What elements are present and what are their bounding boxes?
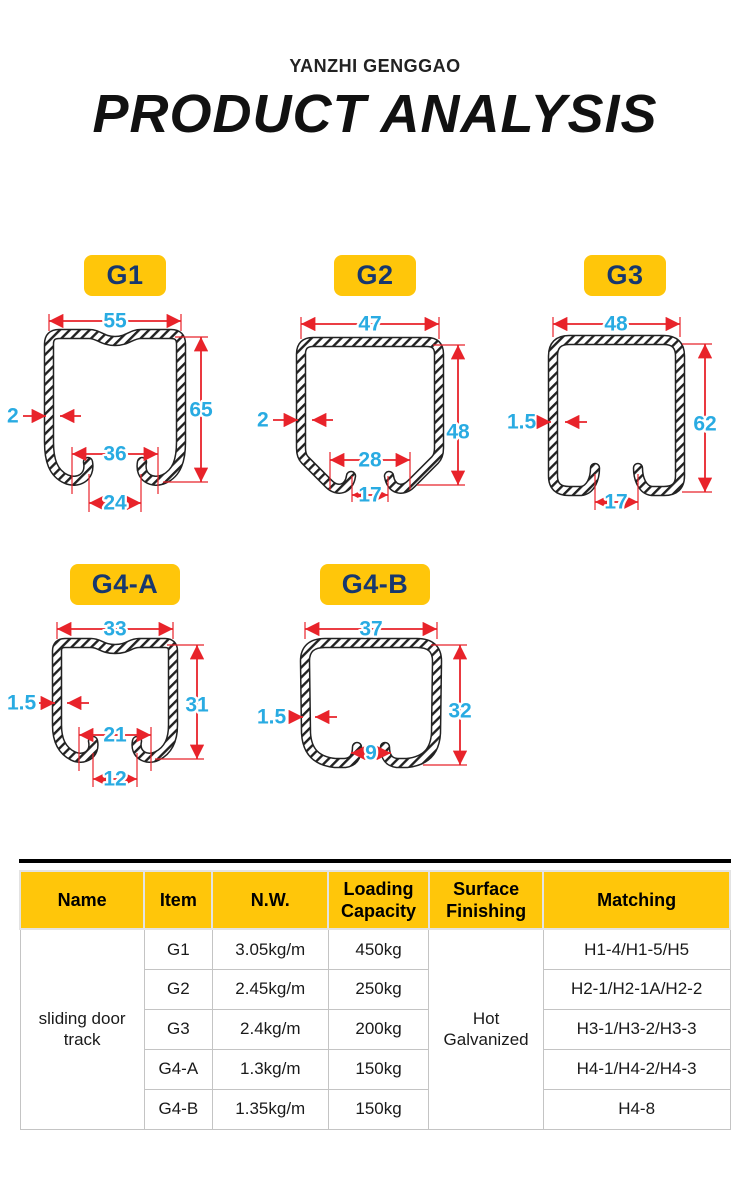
g2-channel-hatch	[297, 338, 443, 493]
item-cell: G2	[143, 968, 213, 1010]
g4a-dim-opening: 12	[103, 768, 126, 791]
loading-cell: 450kg	[327, 928, 430, 970]
table-row-g1: sliding door track G1 3.05kg/m 450kg Hot…	[19, 928, 731, 1130]
g3-diagram-block: G3 48 62 1.5	[500, 255, 750, 526]
g4a-diagram-block: G4-A 33 31 1.5	[0, 564, 250, 801]
g4b-dim-opening: 9	[365, 742, 377, 765]
nw-cell: 3.05kg/m	[211, 928, 329, 970]
g1-dim-thickness: 2	[7, 405, 19, 428]
g2-dim-inner-width: 28	[358, 449, 382, 472]
matching-cell: H4-1/H4-2/H4-3	[542, 1048, 731, 1090]
loading-cell: 150kg	[327, 1088, 430, 1130]
spec-table: Name Item N.W. Loading Capacity Surface …	[18, 870, 731, 1130]
g1-dim-top-width: 55	[103, 310, 127, 333]
matching-cell: H4-8	[542, 1088, 731, 1130]
loading-cell: 150kg	[327, 1048, 430, 1090]
g4b-dim-top-width: 37	[359, 618, 382, 641]
g1-dim-opening: 24	[103, 492, 127, 515]
g2-profile-diagram: 47 48 2 28 17	[255, 310, 472, 509]
matching-cell: H2-1/H2-1A/H2-2	[542, 968, 731, 1010]
g3-dim-opening: 17	[604, 491, 627, 514]
surface-finishing-cell: Hot Galvanized	[428, 928, 544, 1130]
g1-dim-height: 65	[189, 399, 213, 422]
nw-cell: 2.45kg/m	[211, 968, 329, 1010]
g4b-channel-hatch	[301, 639, 441, 767]
col-header-surface-finishing: Surface Finishing	[427, 870, 545, 930]
g4a-dim-height: 31	[185, 694, 209, 717]
g1-profile-diagram: 55 65 2 36 24	[5, 307, 215, 517]
g3-dim-top-width: 48	[604, 313, 628, 336]
item-cell: G3	[143, 1008, 213, 1050]
spec-table-section: Name Item N.W. Loading Capacity Surface …	[18, 859, 731, 1130]
g2-dim-height: 48	[446, 421, 470, 444]
g4a-dim-inner-width: 21	[103, 724, 127, 747]
g1-dim-inner-width: 36	[103, 443, 126, 466]
header-row: Name Item N.W. Loading Capacity Surface …	[18, 870, 731, 930]
col-header-nw: N.W.	[211, 870, 330, 930]
loading-cell: 250kg	[327, 968, 430, 1010]
g3-profile-diagram: 48 62 1.5 17	[505, 310, 719, 516]
table-top-rule	[19, 859, 731, 863]
g3-dim-thickness: 1.5	[507, 411, 537, 434]
g4b-profile-diagram: 37 32 1.5 9	[255, 615, 474, 769]
brand-name: YANZHI GENGGAO	[289, 56, 461, 76]
g4a-dim-thickness: 1.5	[7, 692, 37, 715]
g4a-dim-top-width: 33	[103, 618, 126, 641]
g4b-dim-thickness: 1.5	[257, 706, 287, 729]
g2-dim-opening: 17	[358, 484, 381, 507]
col-header-item: Item	[143, 870, 214, 930]
g1-channel-hatch	[45, 330, 185, 485]
g2-dim-thickness: 2	[257, 409, 269, 432]
product-name-cell: sliding door track	[19, 928, 145, 1130]
item-cell: G1	[143, 928, 213, 970]
g4a-label-badge: G4-A	[69, 564, 181, 605]
table-row-g4b: G4-B 1.35kg/m 150kg H4-8	[20, 1088, 731, 1130]
col-header-matching: Matching	[542, 870, 731, 930]
g4b-dim-height: 32	[448, 700, 471, 723]
nw-cell: 2.4kg/m	[211, 1008, 329, 1050]
table-row-g2: G2 2.45kg/m 250kg H2-1/H2-1A/H2-2	[20, 968, 731, 1010]
matching-cell: H1-4/H1-5/H5	[542, 928, 731, 970]
g3-channel-outline	[547, 334, 686, 497]
g1-diagram-block: G1 55 65 2	[0, 255, 250, 526]
page-title: PRODUCT ANALYSIS	[92, 84, 658, 144]
diagram-row-1: G1 55 65 2	[0, 255, 750, 526]
g3-dim-height: 62	[693, 413, 716, 436]
diagram-row-2: G4-A 33 31 1.5	[0, 564, 750, 801]
loading-cell: 200kg	[327, 1008, 430, 1050]
matching-cell: H3-1/H3-2/H3-3	[542, 1008, 731, 1050]
g4a-channel-hatch	[53, 639, 177, 762]
g2-diagram-block: G2 47 48 2	[250, 255, 500, 526]
g3-label-badge: G3	[584, 255, 666, 296]
col-header-loading-capacity: Loading Capacity	[327, 870, 430, 930]
col-header-name: Name	[18, 870, 146, 930]
item-cell: G4-A	[143, 1048, 213, 1090]
g4b-label-badge: G4-B	[319, 564, 431, 605]
g3-channel-hatch	[549, 336, 684, 495]
nw-cell: 1.3kg/m	[211, 1048, 329, 1090]
item-cell: G4-B	[143, 1088, 213, 1130]
g2-dim-top-width: 47	[358, 313, 381, 336]
g4b-diagram-block: G4-B 37 32 1.5	[250, 564, 500, 801]
nw-cell: 1.35kg/m	[211, 1088, 329, 1130]
g1-label-badge: G1	[84, 255, 166, 296]
g4a-profile-diagram: 33 31 1.5 21 12	[5, 615, 211, 793]
table-row-g3: G3 2.4kg/m 200kg H3-1/H3-2/H3-3	[20, 1008, 731, 1050]
g2-label-badge: G2	[334, 255, 416, 296]
